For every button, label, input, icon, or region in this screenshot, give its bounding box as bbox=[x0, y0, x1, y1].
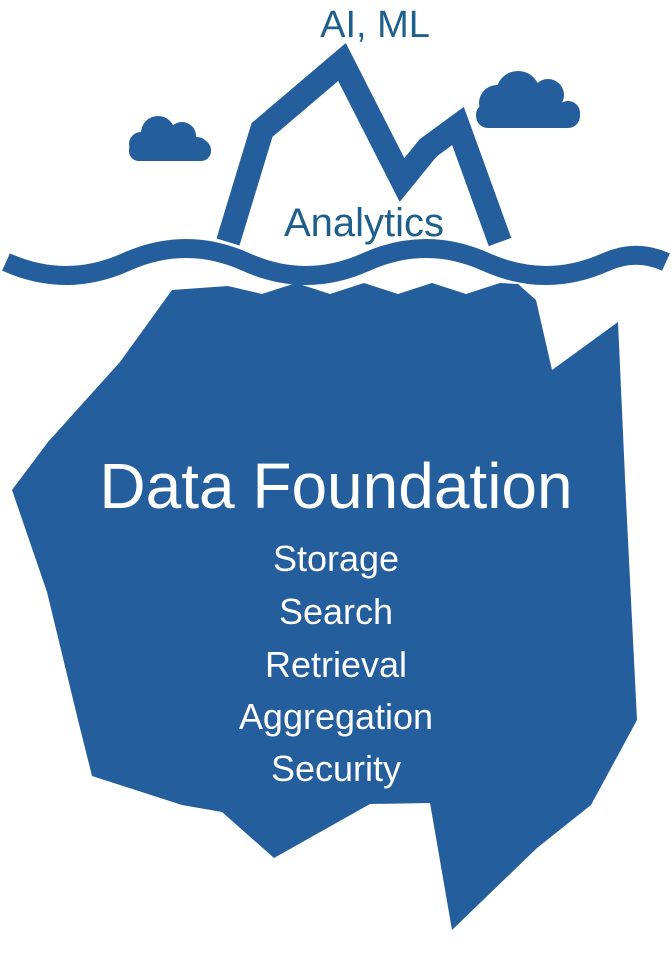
left-cloud-icon bbox=[129, 116, 211, 161]
base-item-storage: Storage bbox=[273, 538, 399, 579]
iceberg-base-icon bbox=[12, 283, 637, 930]
iceberg-tip-icon bbox=[216, 43, 512, 247]
water-wave-icon bbox=[2, 239, 670, 285]
base-title: Data Foundation bbox=[99, 450, 572, 522]
tip-label: Analytics bbox=[284, 201, 444, 245]
base-item-aggregation: Aggregation bbox=[239, 696, 433, 737]
base-item-retrieval: Retrieval bbox=[265, 644, 407, 685]
base-item-search: Search bbox=[279, 591, 393, 632]
top-label: AI, ML bbox=[320, 4, 430, 46]
base-item-security: Security bbox=[271, 748, 401, 789]
right-cloud-icon bbox=[476, 71, 580, 128]
